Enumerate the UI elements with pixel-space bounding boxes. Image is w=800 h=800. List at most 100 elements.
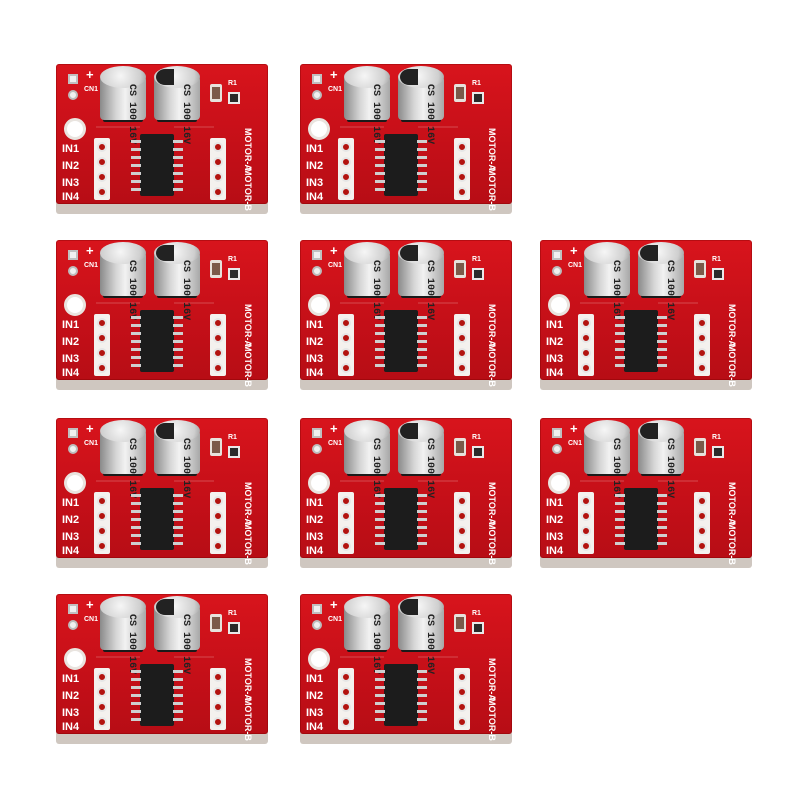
- pcb: + CN1 CS 100 16V CS 100 16V R1 IN1: [540, 240, 752, 387]
- cn1-pad: [68, 444, 78, 454]
- motor-a-label: MOTOR-A: [487, 482, 497, 525]
- cn1-label: CN1: [568, 262, 583, 269]
- capacitor-marking: CS 100 16V: [424, 438, 435, 498]
- driver-chip: [131, 310, 183, 372]
- motor-header: [454, 138, 470, 200]
- trace: [340, 302, 384, 304]
- cn1-label: CN1: [328, 440, 343, 447]
- chip-leg: [375, 356, 385, 359]
- in2-label: IN2: [306, 690, 324, 702]
- in3-label: IN3: [62, 353, 80, 365]
- motor-a-label: MOTOR-A: [727, 304, 737, 347]
- in4-label: IN4: [62, 191, 80, 203]
- chip-leg: [173, 518, 183, 521]
- pin: [213, 672, 223, 682]
- motor-b-label: MOTOR-B: [487, 522, 497, 565]
- capacitor-line2: 100: [370, 102, 381, 121]
- chip-leg: [375, 526, 385, 529]
- in1-label: IN1: [62, 497, 80, 509]
- motor-driver-board: + CN1 CS 100 16V CS 100 16V R1 IN1: [56, 64, 268, 214]
- pin: [97, 142, 107, 152]
- cn1-label: CN1: [84, 440, 99, 447]
- plus-label: +: [570, 421, 578, 436]
- pcb: + CN1 CS 100 16V CS 100 16V R1 IN1: [300, 240, 512, 387]
- chip-leg: [615, 542, 625, 545]
- chip-leg: [375, 164, 385, 167]
- pin: [341, 363, 351, 373]
- chip-leg: [417, 140, 427, 143]
- chip-leg: [375, 364, 385, 367]
- capacitor: CS 100 16V: [344, 66, 390, 144]
- chip-leg: [375, 324, 385, 327]
- motor-a-label: MOTOR-A: [243, 128, 253, 171]
- chip-leg: [375, 140, 385, 143]
- capacitor-line1: CS: [126, 84, 137, 97]
- pin: [457, 363, 467, 373]
- pin: [341, 496, 351, 506]
- capacitor-marking: CS 100 16V: [664, 438, 675, 498]
- r1-label: R1: [228, 256, 237, 263]
- chip-leg: [173, 164, 183, 167]
- chip-leg: [375, 670, 385, 673]
- chip-leg: [375, 494, 385, 497]
- capacitor-marking: CS 100 16V: [180, 438, 191, 498]
- plus-label: +: [86, 243, 94, 258]
- chip-leg: [615, 502, 625, 505]
- in3-label: IN3: [62, 531, 80, 543]
- motor-header: [210, 314, 226, 376]
- chip-leg: [131, 156, 141, 159]
- chip-leg: [657, 534, 667, 537]
- chip-leg: [375, 510, 385, 513]
- cn1-pad: [68, 604, 78, 614]
- trace: [96, 656, 140, 658]
- plus-label: +: [570, 243, 578, 258]
- chip-leg: [131, 510, 141, 513]
- pin: [213, 496, 223, 506]
- capacitor: CS 100 16V: [100, 596, 146, 674]
- plus-label: +: [86, 67, 94, 82]
- mounting-hole: [64, 648, 86, 670]
- chip-leg: [657, 324, 667, 327]
- capacitor-marking: CS 100 16V: [424, 260, 435, 320]
- chip-leg: [375, 702, 385, 705]
- capacitor-line1: CS: [180, 84, 191, 97]
- pin: [341, 142, 351, 152]
- pin: [457, 672, 467, 682]
- in2-label: IN2: [62, 160, 80, 172]
- motor-b-label: MOTOR-B: [487, 344, 497, 387]
- cn1-pad: [552, 266, 562, 276]
- chip-leg: [657, 348, 667, 351]
- motor-driver-board: + CN1 CS 100 16V CS 100 16V R1 IN1: [300, 64, 512, 214]
- motor-a-label: MOTOR-A: [243, 304, 253, 347]
- chip-leg: [615, 510, 625, 513]
- in1-label: IN1: [62, 319, 80, 331]
- motor-b-label: MOTOR-B: [487, 698, 497, 741]
- input-header: [338, 668, 354, 730]
- capacitor-line2: 100: [180, 278, 191, 297]
- capacitor-marking: CS 100 16V: [126, 614, 137, 674]
- trace: [418, 126, 458, 128]
- chip-leg: [375, 534, 385, 537]
- capacitor: CS 100 16V: [398, 66, 444, 144]
- driver-chip: [131, 664, 183, 726]
- capacitor-line1: CS: [424, 614, 435, 627]
- pcb: + CN1 CS 100 16V CS 100 16V R1 IN1: [300, 64, 512, 211]
- driver-chip: [615, 488, 667, 550]
- capacitor-line1: CS: [180, 614, 191, 627]
- capacitor: CS 100 16V: [100, 242, 146, 320]
- resistor: [454, 614, 466, 632]
- resistor: [210, 438, 222, 456]
- chip-leg: [615, 356, 625, 359]
- motor-driver-board: + CN1 CS 100 16V CS 100 16V R1 IN1: [56, 240, 268, 390]
- pin: [341, 702, 351, 712]
- mounting-hole: [308, 118, 330, 140]
- capacitor-line1: CS: [126, 614, 137, 627]
- cn1-pad: [312, 444, 322, 454]
- motor-header: [694, 314, 710, 376]
- chip-leg: [131, 180, 141, 183]
- chip-leg: [173, 356, 183, 359]
- chip-leg: [131, 678, 141, 681]
- chip-leg: [375, 518, 385, 521]
- polarity-mark: [400, 69, 418, 85]
- capacitor-marking: CS 100 16V: [180, 614, 191, 674]
